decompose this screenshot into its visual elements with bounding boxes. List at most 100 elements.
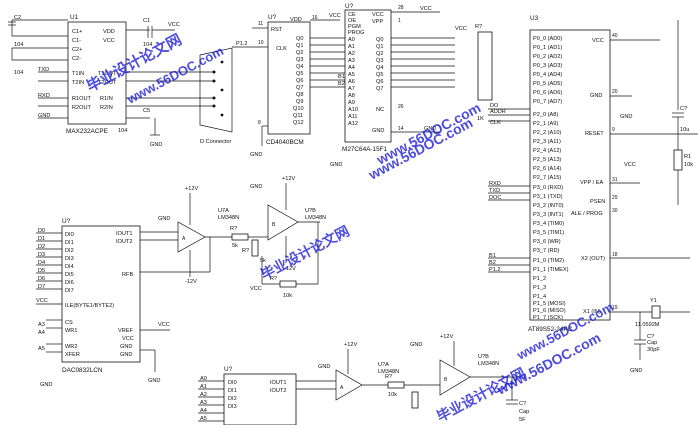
mcu-p01: P0_1 (AD1): [533, 45, 562, 51]
dac-wr2: WR2: [65, 344, 77, 350]
resistor-pack: R? VCC 1K: [455, 24, 493, 122]
mcu-p10: P1_0 (TIM2): [533, 258, 564, 264]
dac2-block: U? DI0 DI1 DI2 DI3 IOUT1 IOUT2 A0 A1 A2 …: [198, 366, 336, 425]
eprom-a12: A12: [348, 121, 358, 127]
eprom-gnd-pin: GND: [372, 128, 384, 134]
mcu-pin-19: 19: [612, 305, 618, 311]
mcu-p15: P1_5 (MOSI): [533, 301, 566, 307]
cd4040-q1: Q1: [296, 43, 303, 49]
cap-reset-label: C?: [680, 106, 687, 112]
dac-di5: DI5: [65, 272, 74, 278]
cd4040-pin-clk: CLK: [276, 46, 287, 52]
eprom-vpp-pin: VPP: [372, 19, 383, 25]
u1-pin-t1out: T1OUT: [98, 71, 117, 77]
r-reset-body: [673, 149, 683, 171]
dac2-net-a5: A5: [200, 416, 207, 422]
dac-di4: DI4: [65, 264, 74, 270]
opamp1-ref: U7A: [218, 208, 229, 214]
eprom-vcc-net: VCC: [420, 6, 432, 12]
mcu-p06: P0_6 (AD6): [533, 90, 562, 96]
dconn-pin: [220, 60, 224, 64]
opamp2-part: LM348N: [305, 215, 326, 221]
mcu-pin-20: 20: [612, 89, 618, 95]
mcu-p00: P0_0 (AD0): [533, 36, 562, 42]
dac-vcc-net: VCC: [158, 322, 170, 328]
cd4040-q2: Q2: [296, 50, 303, 56]
rpack-vcc: VCC: [455, 26, 467, 32]
dac-net-a5: A5: [38, 346, 45, 352]
opamp2-minus12: -12V: [284, 266, 296, 272]
mcu-p34: P3_4 (TIM0): [533, 221, 564, 227]
u1-pin-vdd: VDD: [103, 29, 115, 35]
dac-net-a3: A3: [38, 322, 45, 328]
dac-net-d2: D2: [38, 244, 45, 250]
net-rxd-left: RXD: [38, 93, 50, 99]
eprom-a8: A8: [348, 93, 355, 99]
mcu-name: AT89S52-24PC: [528, 326, 573, 333]
crystal-gnd: GND: [630, 368, 642, 374]
cd4040-q0: Q0: [296, 36, 303, 42]
crystal-ref: Y1: [650, 298, 657, 304]
r-10k-a: [279, 280, 297, 288]
dac-vcc-pin: VCC: [122, 336, 134, 342]
cd4040-pin-vdd: VDD: [290, 17, 302, 23]
dac-net-d6: D6: [38, 276, 45, 282]
eprom-pin-26: 26: [398, 104, 404, 110]
eprom-gnd-net: GND: [424, 126, 436, 132]
dac-iout1: IOUT1: [116, 231, 132, 237]
dconn-pin: [212, 104, 216, 108]
cap-x1-ref: C?: [647, 334, 654, 340]
cd4040-q11: Q11: [293, 113, 303, 119]
eprom-to-mcu-bus: [391, 37, 455, 88]
mcu-gnd: GND: [590, 93, 602, 99]
dconn-pin: [220, 113, 224, 117]
dac-iout2: IOUT2: [116, 239, 132, 245]
cd4040-q3: Q3: [296, 57, 303, 63]
eprom-nc: NC: [376, 107, 384, 113]
d-connector: D Connector: [126, 47, 233, 145]
dac-di7: DI7: [65, 288, 74, 294]
opamp3-plus12: +12V: [344, 342, 357, 348]
dac2-di2: DI2: [228, 396, 237, 402]
cap-c2-value: 104: [14, 42, 23, 48]
cd4040-q10: Q10: [293, 106, 304, 112]
u1-pin-t2in: T2IN: [72, 80, 84, 86]
rpack-ref: R?: [475, 24, 482, 30]
opamp2-ref: U?B: [305, 208, 316, 214]
opamp-stage-1: A +12V -12V GND U7A LM348N R? 5k: [140, 186, 268, 285]
mcu-p11: P1_1 (TIMEX): [533, 267, 569, 273]
max232-block: C2 104 104 U1 MAX232ACPE C1+ C1- C2+ C2-…: [8, 14, 180, 148]
mcu-p02: P0_2 (AD2): [533, 54, 562, 60]
mcu-reset: RESET: [585, 131, 604, 137]
mcu-net-p12: P1.2: [489, 267, 501, 273]
dconn-pin: [212, 96, 216, 100]
u1-pin-r2in: R2IN: [100, 105, 113, 111]
mcu-p36: P3_6 (WR): [533, 239, 561, 245]
r-5k-a: [231, 233, 249, 241]
r-reset-ref: R1: [684, 154, 691, 160]
mcu-net-vcc-ea: VCC: [624, 162, 636, 168]
dac-block: U? DAC0832LCN DI0 DI1 DI2 DI3 DI4 DI5 DI…: [36, 218, 170, 388]
dac2-data-lines: [198, 380, 224, 422]
cap-x1-type: Cap: [647, 340, 657, 346]
mcu-p32: P3_2 (INT0): [533, 203, 564, 209]
crystal-value: 11.0592M: [635, 322, 660, 328]
dac-di2: DI2: [65, 248, 74, 254]
eprom-pin-ce: CE: [348, 12, 356, 18]
dac2-body: [223, 373, 297, 425]
r-10k-a-ref: R?: [270, 276, 277, 282]
cap-x1-value: 30pF: [647, 347, 660, 353]
dac-di1: DI1: [65, 240, 74, 246]
dac2-net-a1: A1: [200, 384, 207, 390]
opamp-u7a-2: [335, 369, 363, 401]
mcu-p30: P3_0 (RXD): [533, 185, 563, 191]
mcu-net-addr: ADDR: [490, 109, 506, 115]
rpack-body: [477, 31, 493, 101]
eprom-pin-14: 14: [398, 126, 404, 132]
eprom-q4: Q4: [376, 65, 383, 71]
eprom-a5: A5: [348, 72, 355, 78]
opamp3-part: LM348N: [378, 369, 399, 375]
opamp1-gnd: GND: [158, 216, 170, 222]
opamp-u7a-inv-sign: A: [182, 236, 186, 242]
reset-circuit: C? 10u R1 10k: [672, 20, 693, 205]
